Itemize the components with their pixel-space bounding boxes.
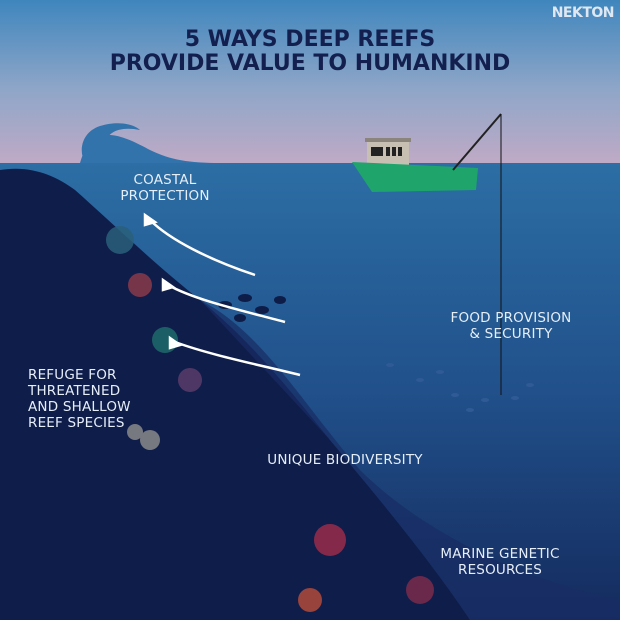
label-unique-biodiversity: UNIQUE BIODIVERSITY — [267, 452, 423, 468]
label-line: & SECURITY — [469, 326, 553, 342]
label-coastal-protection: COASTAL PROTECTION — [100, 172, 230, 204]
wave — [80, 123, 220, 163]
label-line: THREATENED — [28, 383, 121, 399]
reef-slope — [0, 168, 470, 620]
label-line: FOOD PROVISION — [450, 310, 572, 326]
small-fish — [386, 363, 534, 412]
title-line-1: 5 WAYS DEEP REEFS — [184, 27, 436, 52]
title-line-2: PROVIDE VALUE TO HUMANKIND — [109, 51, 511, 76]
corals — [106, 226, 434, 612]
label-line: COASTAL — [133, 172, 197, 188]
label-line: AND SHALLOW — [28, 399, 131, 415]
fishing-boat — [352, 113, 502, 395]
label-line: PROTECTION — [120, 188, 210, 204]
label-line: RESOURCES — [457, 562, 543, 578]
arrows — [143, 212, 301, 377]
label-refuge: REFUGE FOR THREATENED AND SHALLOW REEF S… — [28, 367, 148, 431]
label-line: MARINE GENETIC — [440, 546, 560, 562]
nekton-logo: NEKTON — [551, 5, 615, 21]
label-food-provision: FOOD PROVISION & SECURITY — [436, 310, 586, 342]
label-line: REFUGE FOR — [28, 367, 117, 383]
reef-slope-back — [200, 300, 620, 620]
label-line: REEF SPECIES — [28, 415, 125, 431]
label-marine-genetic: MARINE GENETIC RESOURCES — [430, 546, 570, 578]
